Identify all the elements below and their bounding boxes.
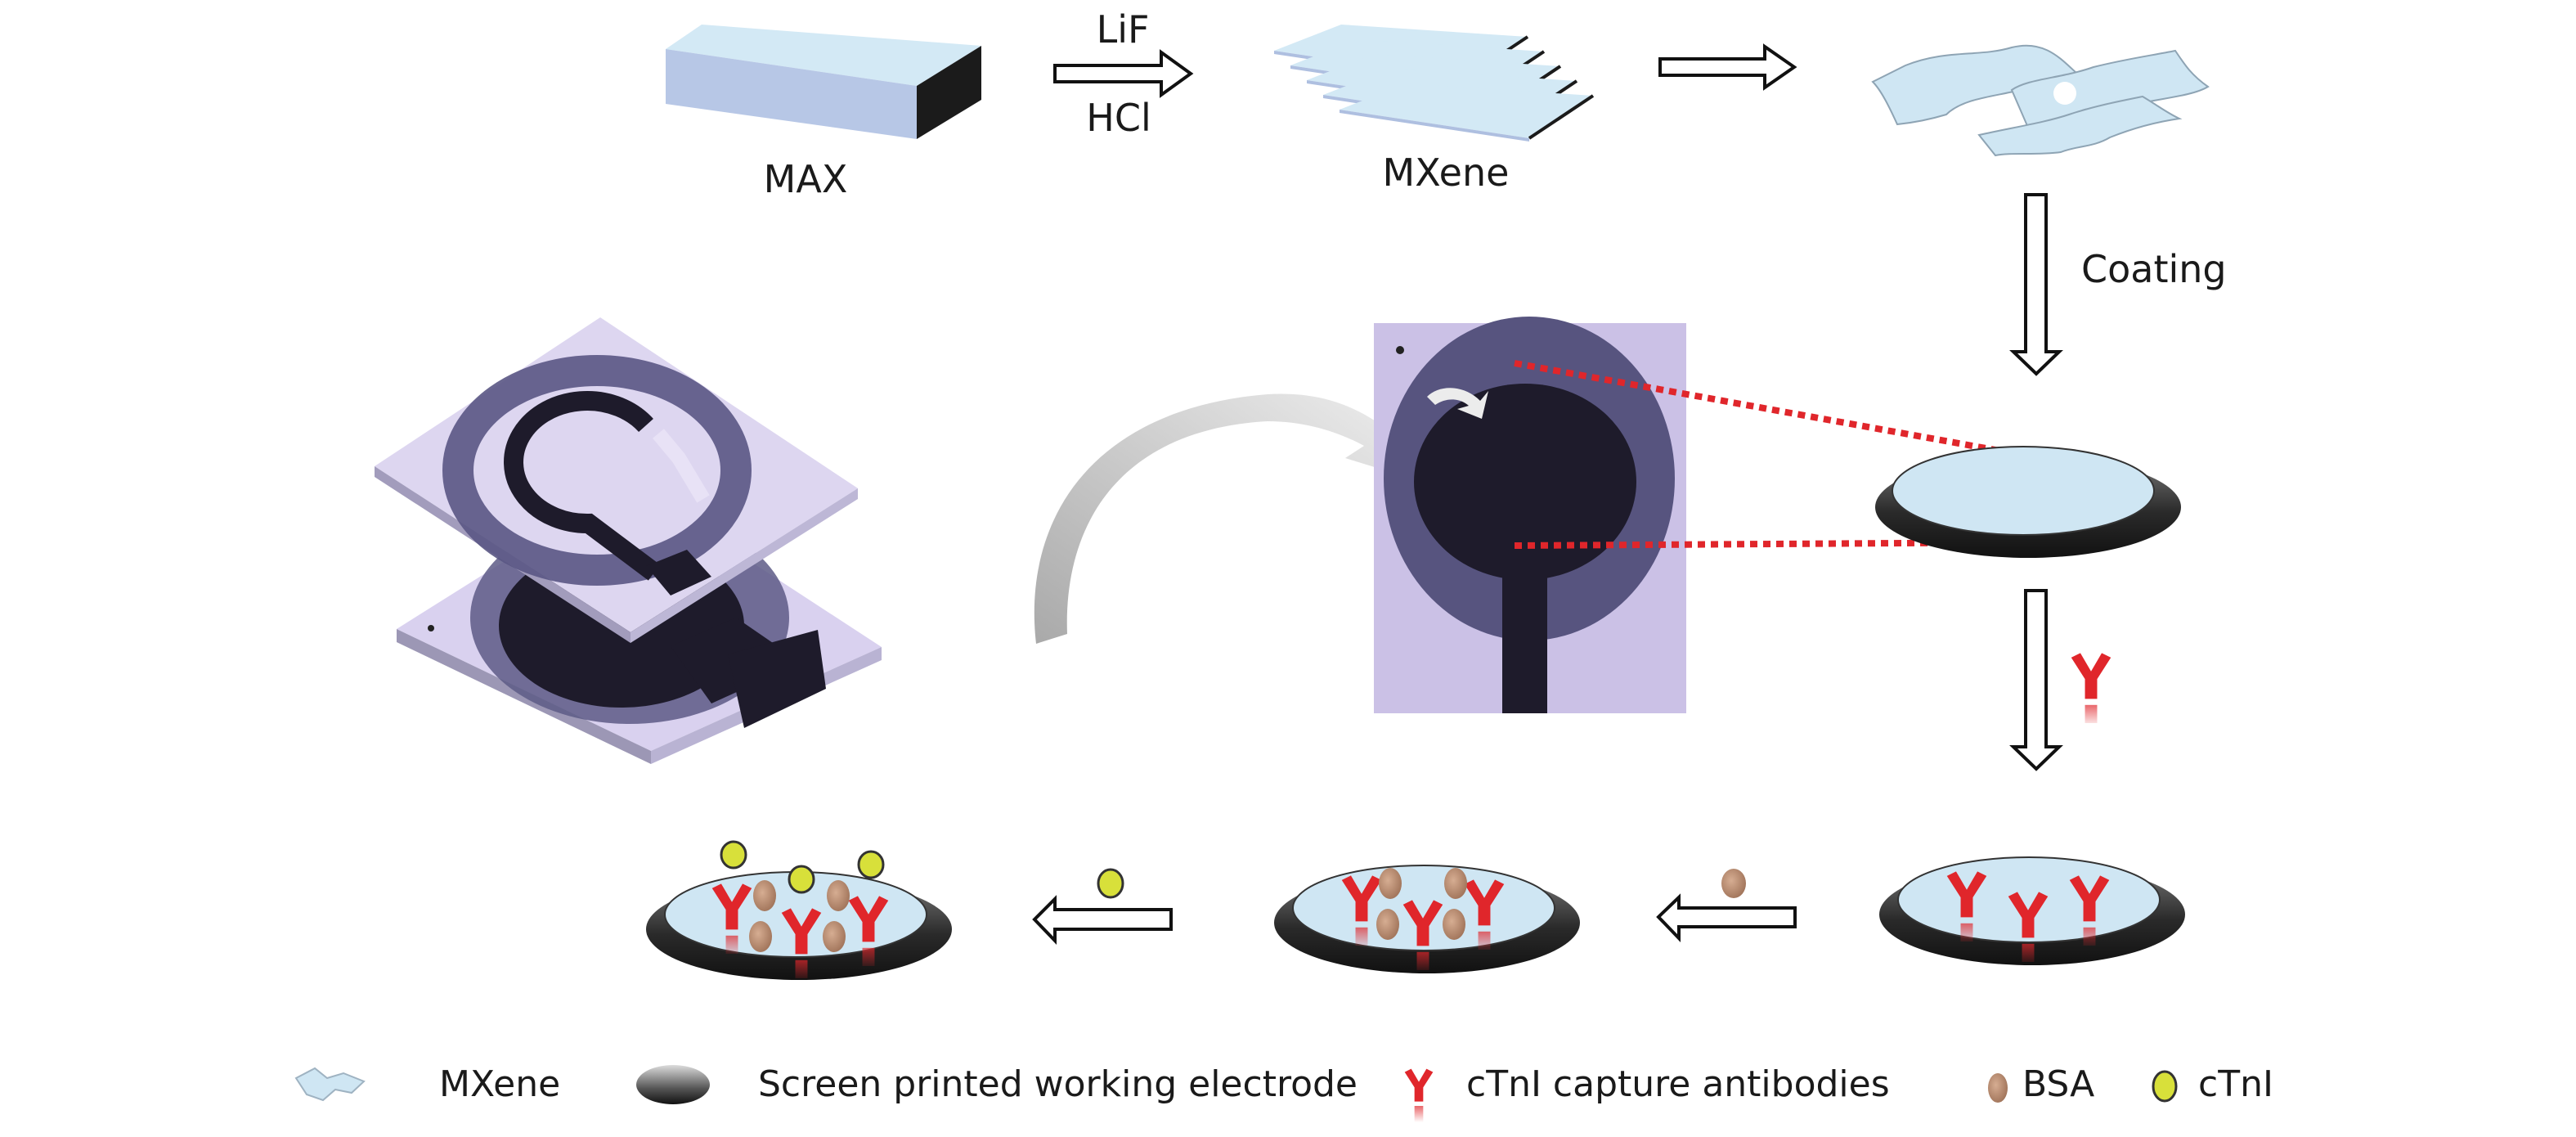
bsa-icon xyxy=(827,880,850,911)
curved-arrow xyxy=(1034,393,1398,644)
bsa-icon xyxy=(823,921,846,952)
mxene-stack xyxy=(1274,25,1595,142)
bottom-row xyxy=(646,840,2185,980)
legend-antibody: cTnI capture antibodies xyxy=(1404,1063,1890,1122)
hcl-label: HCl xyxy=(1086,96,1151,140)
ctni-icon xyxy=(788,865,815,894)
bsa-icon xyxy=(1444,868,1467,899)
lif-label: LiF xyxy=(1097,7,1150,52)
legend-ctni: cTnI xyxy=(2152,1063,2273,1105)
ctni-electrode xyxy=(646,840,952,980)
coated-electrode xyxy=(1875,446,2181,558)
antibody-icon xyxy=(1404,1068,1434,1122)
bsa-icon xyxy=(1988,1073,2008,1103)
electrode-photo xyxy=(1374,317,1686,713)
legend-electrode: Screen printed working electrode xyxy=(636,1063,1358,1105)
mxene-flakes xyxy=(1871,44,2210,157)
legend-label-electrode: Screen printed working electrode xyxy=(758,1063,1358,1105)
ctni-icon xyxy=(857,850,885,879)
coating-label: Coating xyxy=(2081,247,2227,291)
bsa-electrode xyxy=(1274,865,1580,973)
bsa-icon xyxy=(749,921,772,952)
legend-bsa: BSA xyxy=(1988,1063,2094,1105)
ctni-icon xyxy=(1097,868,1124,899)
antibody-icon xyxy=(2071,653,2112,723)
legend-mxene: MXene xyxy=(294,1063,560,1105)
ctni-icon xyxy=(2152,1070,2178,1103)
antibody-electrode xyxy=(1879,856,2185,965)
bsa-icon xyxy=(1376,909,1399,940)
bsa-step-arrow xyxy=(1656,869,1797,942)
legend-label-ctni: cTnI xyxy=(2198,1063,2273,1105)
delamination-arrow xyxy=(1658,43,1797,91)
bsa-icon xyxy=(1721,869,1746,898)
bsa-icon xyxy=(1443,909,1465,940)
legend: MXene Screen printed working electrode c… xyxy=(294,1063,2273,1122)
ctni-icon xyxy=(720,840,747,870)
mxene-flake-icon xyxy=(294,1067,366,1102)
legend-label-bsa: BSA xyxy=(2022,1063,2094,1105)
mxene-label: MXene xyxy=(1383,151,1510,195)
coating-arrow xyxy=(2009,193,2063,376)
electrode-chip-stack xyxy=(375,317,882,764)
electrode-icon xyxy=(636,1065,710,1104)
max-label: MAX xyxy=(764,157,848,201)
bsa-icon xyxy=(1379,868,1402,899)
antibody-step-arrow xyxy=(2009,589,2112,771)
mxene-sheet xyxy=(1340,83,1595,142)
legend-label-antibody: cTnI capture antibodies xyxy=(1466,1063,1890,1105)
bsa-icon xyxy=(753,880,776,911)
etching-arrow xyxy=(1053,49,1194,98)
max-block xyxy=(666,25,981,139)
legend-label-mxene: MXene xyxy=(439,1063,560,1105)
ctni-step-arrow xyxy=(1032,868,1173,945)
